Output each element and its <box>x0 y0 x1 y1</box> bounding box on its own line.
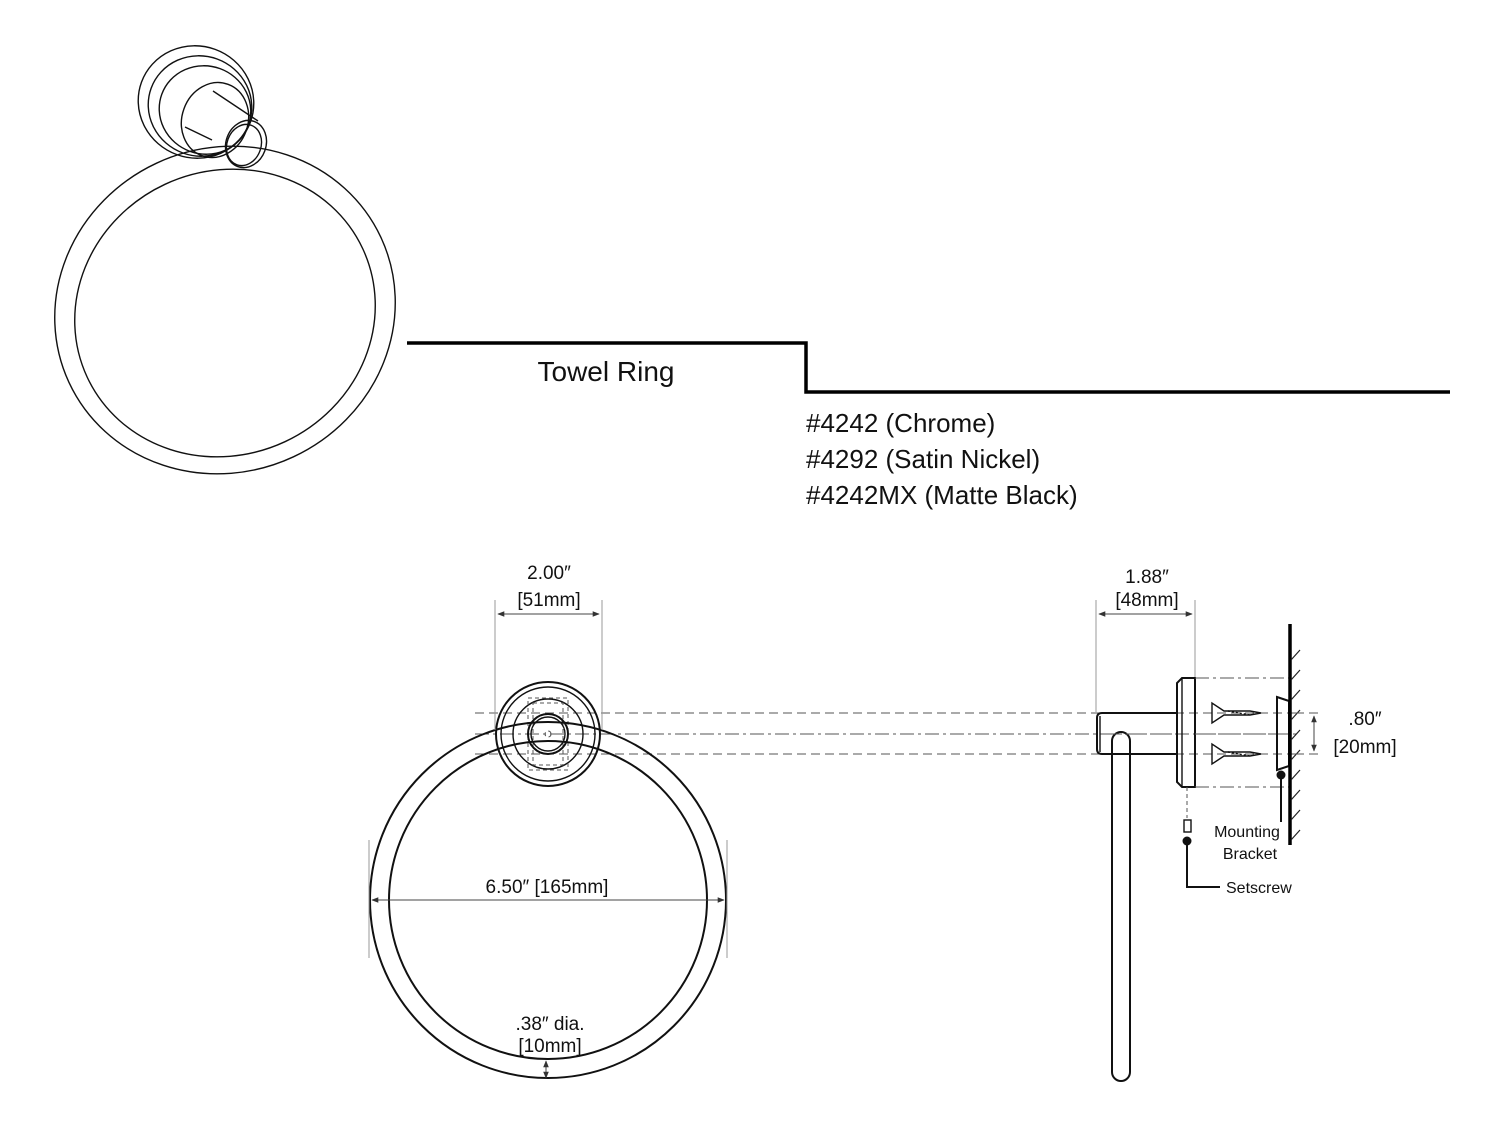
front-view <box>368 600 1300 1079</box>
screw-upper <box>1211 701 1262 725</box>
mounting-bracket-label-1: Mounting <box>1214 824 1280 841</box>
iso-flange <box>137 45 255 159</box>
screw-spacing-mm: [20mm] <box>1333 737 1396 758</box>
setscrew-leader <box>1186 841 1220 888</box>
isometric-view <box>54 45 396 475</box>
rod-diameter-in: .38″ dia. <box>515 1014 584 1035</box>
wall-hatch <box>1290 649 1301 841</box>
side-post <box>1096 712 1177 755</box>
front-flange-outer <box>495 681 601 787</box>
iso-ring <box>54 145 396 475</box>
ring-diameter-label: 6.50″ [165mm] <box>486 877 609 898</box>
model-satin-nickel: #4292 (Satin Nickel) <box>806 444 1040 474</box>
setscrew-glyph <box>1183 819 1192 833</box>
product-title: Towel Ring <box>538 356 675 387</box>
post-cap <box>527 713 569 755</box>
screw-lower <box>1211 742 1262 766</box>
projection-mm: [48mm] <box>1115 590 1178 611</box>
setscrew-label: Setscrew <box>1226 880 1292 897</box>
iso-post <box>184 90 268 169</box>
flange-width-mm: [51mm] <box>517 590 580 611</box>
title-band <box>407 341 1450 394</box>
projection-in: 1.88″ <box>1125 567 1169 588</box>
screw-spacing-in: .80″ <box>1348 709 1381 730</box>
side-view <box>1095 600 1320 1082</box>
model-matte-black: #4242MX (Matte Black) <box>806 480 1078 510</box>
mounting-bracket-label-2: Bracket <box>1223 846 1278 863</box>
side-rod <box>1111 731 1131 1082</box>
model-chrome: #4242 (Chrome) <box>806 408 995 438</box>
side-flange <box>1176 677 1196 788</box>
flange-width-in: 2.00″ <box>527 563 571 584</box>
rod-diameter-mm: [10mm] <box>518 1036 581 1057</box>
